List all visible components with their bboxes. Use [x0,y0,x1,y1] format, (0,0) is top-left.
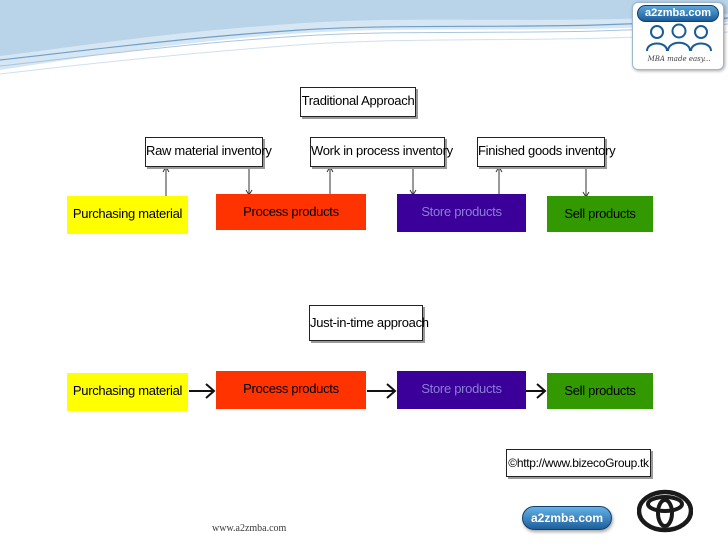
arrow-raw-inventory-to-process [245,168,253,196]
jit-purchasing-material: Purchasing material [67,373,188,411]
brand-tagline: MBA made easy... [647,55,711,63]
arrow-process-to-wip-inventory [326,166,334,194]
trad-purchasing-material: Purchasing material [67,196,188,234]
arrow-wip-inventory-to-store [409,168,417,196]
jit-arrow-3 [526,383,547,399]
raw-material-inventory-label: Raw material inventory [145,137,272,167]
footer-website-url: www.a2zmba.com [212,523,287,534]
copyright-label: ©http://www.bizecoGroup.tk [506,449,651,477]
work-in-process-inventory-label: Work in process inventory [310,137,453,167]
brand-logo-text: a2zmba.com [637,5,719,22]
jit-store-products: Store products [397,371,526,409]
arrow-finished-inventory-to-sell [582,168,590,198]
jit-approach-title: Just-in-time approach [309,305,429,341]
header-wave-decoration [0,0,728,75]
jit-arrow-2 [367,383,397,399]
footer-brand-logo: a2zmba.com [522,506,612,530]
trad-process-products: Process products [216,194,366,230]
jit-sell-products: Sell products [547,373,653,409]
finished-goods-inventory-label: Finished goods inventory [477,137,616,167]
arrow-purchasing-to-raw-inventory [162,166,170,196]
brand-logo: a2zmba.com MBA made easy... [632,2,724,70]
arrow-store-to-finished-inventory [495,166,503,194]
trad-store-products: Store products [397,194,526,232]
traditional-approach-title: Traditional Approach [300,87,416,117]
toyota-emblem-icon [637,489,693,533]
jit-arrow-1 [189,383,216,399]
trad-sell-products: Sell products [547,196,653,232]
people-group-icon [646,23,712,52]
jit-process-products: Process products [216,371,366,409]
